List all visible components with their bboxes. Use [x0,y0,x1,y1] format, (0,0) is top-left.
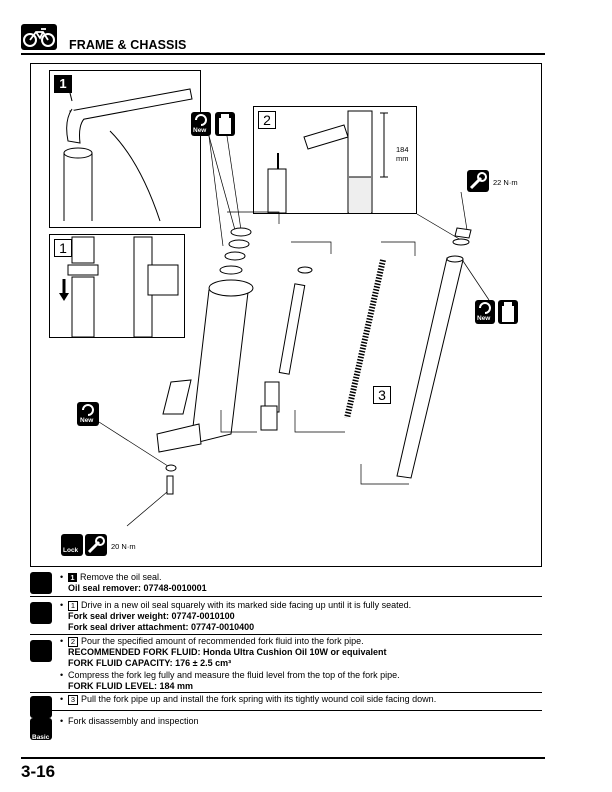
fork-oil-icon-notes [30,640,52,662]
fluid-level-drawing [267,110,388,214]
oil-seal-remover-drawing [63,88,193,222]
new-label-right: New [477,315,491,322]
note-3-text: Pour the specified amount of recommended… [81,636,364,646]
wrench-icon-bottom [85,534,107,556]
fluid-level-dimension: 184 mm [396,145,409,163]
step-1-solid-label: 1 [54,75,72,93]
note-3-recommended: RECOMMENDED FORK FLUID: Honda Ultra Cush… [68,647,387,657]
note-2-text: Drive in a new oil seal squarely with it… [81,600,412,610]
seal-driver-drawing [59,236,179,338]
bullet: • [60,716,64,726]
replace-part-icon-left: New [77,402,99,426]
note-3-capacity: FORK FLUID CAPACITY: 176 ± 2.5 cm³ [68,658,232,668]
section-title: FRAME & CHASSIS [69,38,187,52]
note-2-tool-2: Fork seal driver attachment: 07747-00104… [68,622,255,632]
basic-label: Basic [32,734,50,741]
note-3-step: 2 [68,636,78,647]
note-1-text: Remove the oil seal. [80,572,162,582]
note-1-tool: Oil seal remover: 07748-0010001 [68,583,207,593]
locking-agent-icon: Lock [61,534,83,556]
bullet: • [60,670,64,680]
special-tool-icon [30,572,52,594]
note-3b-text: Compress the fork leg fully and measure … [68,670,400,680]
note-4-text: Pull the fork pipe up and install the fo… [81,694,437,704]
note-3b-level: FORK FLUID LEVEL: 184 mm [68,681,194,691]
new-label: New [193,127,207,134]
footer-rule [21,757,545,759]
inset-oil-seal-removal: 1 [49,70,201,228]
basic-manual-icon: Basic [30,718,52,741]
step-3-outline-label: 3 [373,386,391,404]
note-1-step: 1 [68,573,77,583]
step-2-outline-label: 2 [258,111,276,129]
new-label-left: New [80,417,94,424]
fork-exploded-figure: 1 1 2 [30,63,542,567]
motorcycle-icon [21,24,57,50]
inset-fluid-level: 2 184 mm [253,106,417,214]
bullet: • [60,572,64,582]
note-4-step: 3 [68,694,78,705]
torque-fork-bolt: 22 N·m [493,178,518,187]
bullet: • [60,636,64,646]
fork-components-drawing [98,135,490,527]
note-2-step: 1 [68,600,78,611]
torque-socket-bolt: 20 N·m [111,542,136,551]
fork-oil-icon-right [498,300,518,324]
page-number: 3-16 [21,762,56,781]
note-3b: Compress the fork leg fully and measure … [68,670,400,692]
special-tool-icon-3 [30,696,52,718]
header-rule [21,53,545,55]
replace-part-icon: New [191,112,211,136]
note-separator [30,596,542,597]
note-separator [30,634,542,635]
special-tool-icon-2 [30,602,52,624]
bullet: • [60,600,64,610]
note-2-tool-1: Fork seal driver weight: 07747-0010100 [68,611,235,621]
inset-seal-driving: 1 [49,234,185,338]
note-5: Fork disassembly and inspection [68,716,199,726]
replace-part-icon-right: New [475,300,495,324]
step-1-outline-label: 1 [54,239,72,257]
fork-oil-icon [215,112,235,136]
bullet: • [60,694,64,704]
note-separator [30,710,542,711]
note-separator [30,692,542,693]
lock-label: Lock [63,547,79,554]
wrench-icon [467,170,489,192]
